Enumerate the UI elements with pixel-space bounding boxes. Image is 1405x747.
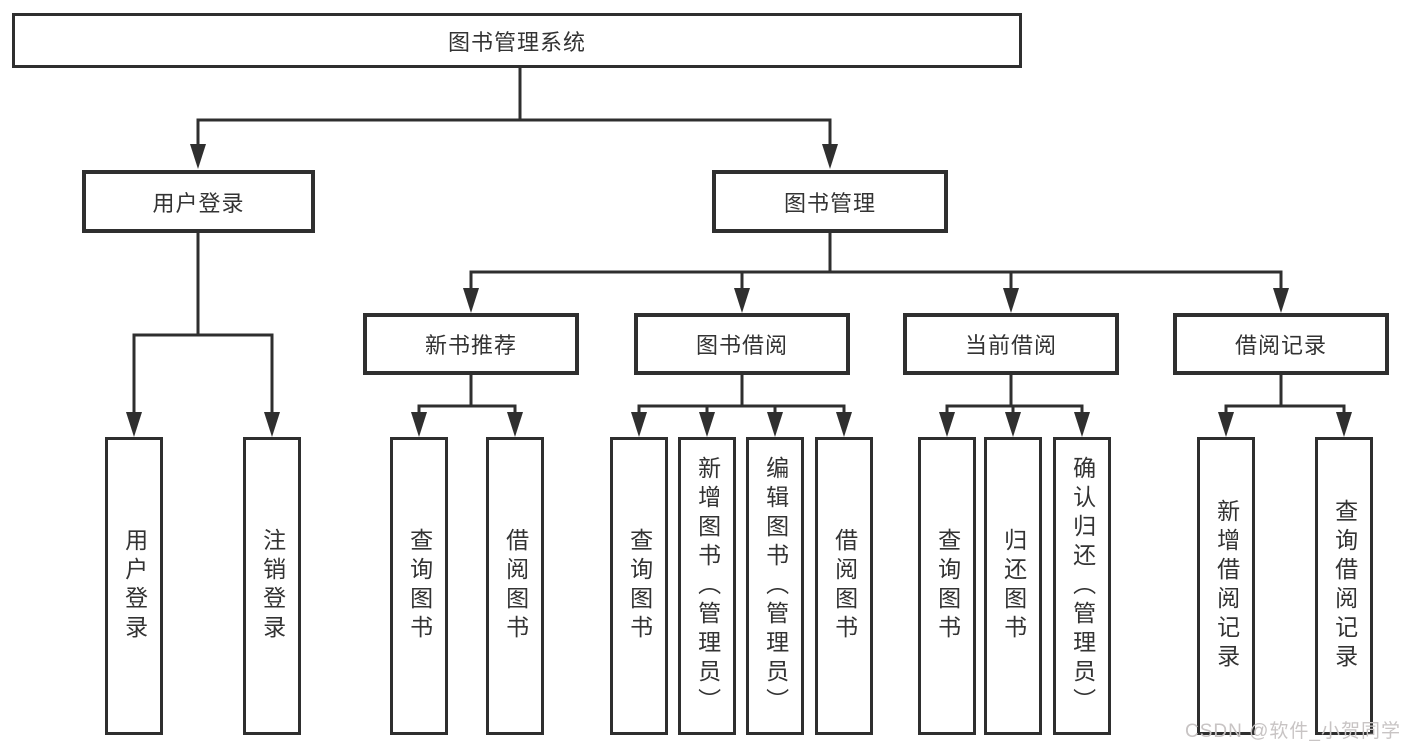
leaf-label: 确认归还（管理员）: [1069, 455, 1096, 717]
connector-new-book-recommend: [411, 371, 523, 437]
leaf-borrow-books: 借阅图书: [815, 437, 873, 735]
connector-book-borrow: [631, 371, 852, 437]
connector-book-management: [463, 229, 1289, 313]
leaf-label: 查询图书: [406, 528, 433, 644]
leaf-label: 注销登录: [259, 528, 286, 644]
node-book-management: 图书管理: [712, 170, 948, 233]
leaf-label: 查询借阅记录: [1331, 499, 1358, 673]
leaf-confirm-return-admin: 确认归还（管理员）: [1053, 437, 1111, 735]
connector-root: [190, 64, 838, 169]
node-book-borrow: 图书借阅: [634, 313, 850, 375]
leaf-label: 归还图书: [1000, 528, 1027, 644]
leaf-query-books-current: 查询图书: [918, 437, 976, 735]
node-label: 新书推荐: [424, 333, 517, 358]
leaf-label: 查询图书: [626, 528, 653, 644]
node-current-borrow: 当前借阅: [903, 313, 1119, 375]
csdn-watermark: CSDN @软件_小贺同学: [1185, 721, 1401, 742]
node-label: 当前借阅: [964, 333, 1057, 358]
leaf-user-login: 用户登录: [105, 437, 163, 735]
connector-user-login: [126, 229, 280, 437]
leaf-add-book-admin: 新增图书（管理员）: [678, 437, 736, 735]
leaf-label: 新增图书（管理员）: [694, 455, 721, 717]
leaf-label: 借阅图书: [502, 528, 529, 644]
leaf-add-borrow-record: 新增借阅记录: [1197, 437, 1255, 735]
leaf-label: 用户登录: [121, 528, 148, 644]
node-label: 图书管理: [783, 190, 876, 216]
leaf-edit-book-admin: 编辑图书（管理员）: [746, 437, 804, 735]
node-new-book-recommend: 新书推荐: [363, 313, 579, 375]
node-borrow-records: 借阅记录: [1173, 313, 1389, 375]
node-label: 图书借阅: [695, 333, 788, 358]
leaf-query-borrow-record: 查询借阅记录: [1315, 437, 1373, 735]
leaf-label: 新增借阅记录: [1213, 499, 1240, 673]
node-library-management-system: 图书管理系统: [12, 13, 1022, 68]
leaf-return-book: 归还图书: [984, 437, 1042, 735]
leaf-borrow-books-recommend: 借阅图书: [486, 437, 544, 735]
node-label: 用户登录: [152, 190, 245, 216]
leaf-label: 编辑图书（管理员）: [762, 455, 789, 717]
leaf-label: 查询图书: [934, 528, 961, 644]
leaf-query-books-borrow: 查询图书: [610, 437, 668, 735]
connector-borrow-records: [1218, 371, 1352, 437]
connector-current-borrow: [939, 371, 1090, 437]
node-label: 图书管理系统: [447, 29, 586, 55]
leaf-query-books-recommend: 查询图书: [390, 437, 448, 735]
leaf-logout: 注销登录: [243, 437, 301, 735]
leaf-label: 借阅图书: [831, 528, 858, 644]
node-label: 借阅记录: [1234, 333, 1327, 358]
node-user-login: 用户登录: [82, 170, 315, 233]
